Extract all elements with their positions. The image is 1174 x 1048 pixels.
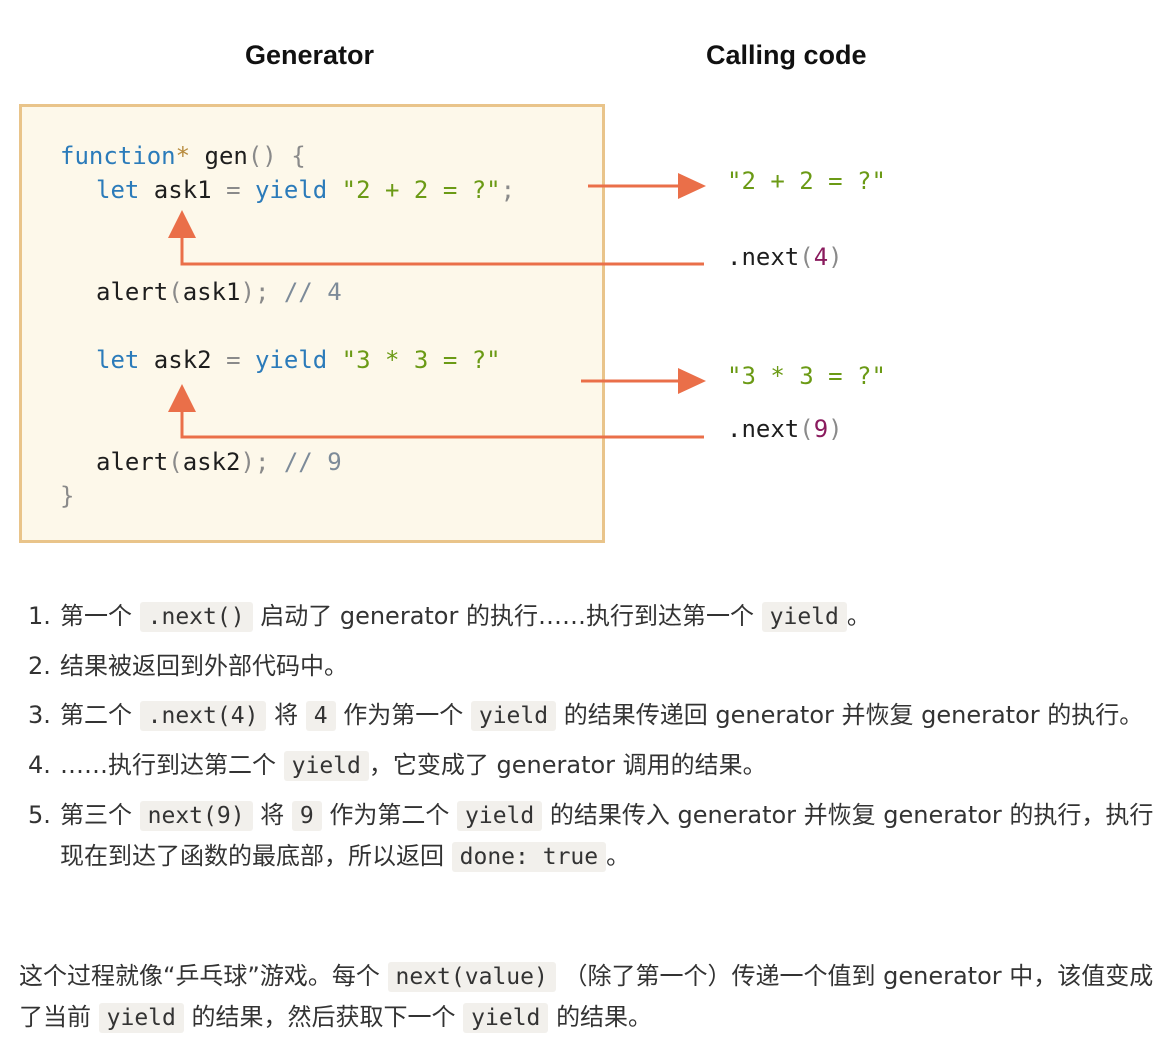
step-text: 作为第二个 [329,801,450,829]
next-call-1: .next(4) [727,240,843,274]
open-paren: ( [168,278,183,306]
equals: = [226,346,241,374]
step-text: 将 [260,801,285,829]
summary-text: 的结果。 [556,1003,653,1031]
close-paren: ) [828,415,843,443]
var-ask2: ask2 [139,346,227,374]
inline-code: 9 [291,801,322,831]
inline-code: 4 [305,701,336,731]
step-number: 4. [28,751,51,779]
step-number: 3. [28,701,51,729]
summary-text: 的结果，然后获取下一个 [191,1003,456,1031]
next-arg-4: 4 [813,243,829,271]
step-text: 。 [846,602,871,630]
inline-code: .next(4) [139,701,267,731]
step-item: 2. 结果被返回到外部代码中。 [28,646,1168,686]
step-text: 作为第一个 [343,701,464,729]
code-line-1: function* gen() { [60,139,306,173]
keyword-let: let [96,176,140,204]
string-question-2: "3 * 3 = ?" [341,346,501,374]
steps-list: 1. 第一个 .next() 启动了 generator 的执行……执行到达第一个… [28,596,1168,886]
close-paren: ); [240,278,270,306]
inline-code: yield [283,751,369,781]
inline-code: yield [761,602,847,632]
next-method: .next [727,415,800,443]
step-text: 第三个 [60,801,132,829]
arg-ask2: ask2 [182,448,241,476]
open-paren: ( [799,415,814,443]
comment-9: // 9 [269,448,342,476]
open-paren: ( [799,243,814,271]
yield-arrow-1-head [678,173,706,199]
inline-code: next(value) [387,962,556,992]
step-text: 将 [274,701,299,729]
next-method: .next [727,243,800,271]
semicolon: ; [500,176,516,204]
calling-code-heading: Calling code [706,40,867,70]
function-name: gen [190,142,248,170]
alert-call: alert [96,278,169,306]
alert-call: alert [96,448,169,476]
step-number: 2. [28,652,51,680]
inline-code: yield [470,701,557,731]
step-text: 第二个 [60,701,132,729]
code-line-2: let ask1 = yield "2 + 2 = ?"; [96,173,515,207]
code-line-6: } [60,482,75,510]
var-ask1: ask1 [139,176,227,204]
step-number: 1. [28,602,51,630]
summary-text: （除了第一个）传递一个值到 generator 中，该值变成了当前 [19,962,1154,1031]
step-number: 5. [28,801,51,829]
parens: () [247,142,277,170]
summary-text: 这个过程就像“乒乓球”游戏。每个 [19,962,380,990]
equals: = [226,176,241,204]
step-item: 1. 第一个 .next() 启动了 generator 的执行……执行到达第一个… [28,596,1168,637]
inline-code: done: true [451,842,607,872]
step-text: 的结果传入 generator 并恢复 generator 的执行，执行现在到达… [60,801,1154,870]
generator-code-box: function* gen() { let ask1 = yield "2 + … [19,104,605,543]
code-line-3: alert(ask1); // 4 [96,275,342,309]
inline-code: .next() [139,602,253,632]
next-arg-9: 9 [813,415,829,443]
open-paren: ( [168,448,183,476]
comment-4: // 4 [269,278,342,306]
inline-code: yield [463,1003,549,1033]
summary-paragraph: 这个过程就像“乒乓球”游戏。每个 next(value) （除了第一个）传递一个… [19,956,1159,1038]
generator-heading: Generator [245,40,375,70]
inline-code: next(9) [139,801,253,831]
yield-arrow-2-head [678,368,706,394]
step-item: 5. 第三个 next(9) 将 9 作为第二个 yield 的结果传入 gene… [28,795,1168,877]
step-text: ……执行到达第二个 [60,751,276,779]
step-item: 3. 第二个 .next(4) 将 4 作为第一个 yield 的结果传递回 ge… [28,695,1168,736]
code-line-5: alert(ask2); // 9 [96,445,342,479]
keyword-yield: yield [240,346,342,374]
generator-star: * [175,142,191,170]
step-text: 结果被返回到外部代码中。 [60,652,348,680]
step-text: ，它变成了 generator 调用的结果。 [368,751,767,779]
close-paren: ); [240,448,270,476]
yield-value-2: "3 * 3 = ?" [727,362,886,390]
yield-value-1: "2 + 2 = ?" [727,167,886,195]
close-paren: ) [828,243,843,271]
keyword-yield: yield [240,176,342,204]
step-text: 的结果传递回 generator 并恢复 generator 的执行。 [563,701,1144,729]
string-question-1: "2 + 2 = ?" [341,176,501,204]
step-text: 第一个 [60,602,132,630]
yield-arrow-1 [588,173,706,199]
step-text: 启动了 generator 的执行……执行到达第一个 [260,602,754,630]
inline-code: yield [457,801,543,831]
code-line-4: let ask2 = yield "3 * 3 = ?" [96,343,501,377]
keyword-let: let [96,346,140,374]
next-call-2: .next(9) [727,412,843,446]
arg-ask1: ask1 [182,278,241,306]
inline-code: yield [98,1003,184,1033]
keyword-function: function [60,142,176,170]
open-brace: { [276,142,306,170]
step-text: 。 [606,842,631,870]
step-item: 4. ……执行到达第二个 yield，它变成了 generator 调用的结果。 [28,745,1168,786]
